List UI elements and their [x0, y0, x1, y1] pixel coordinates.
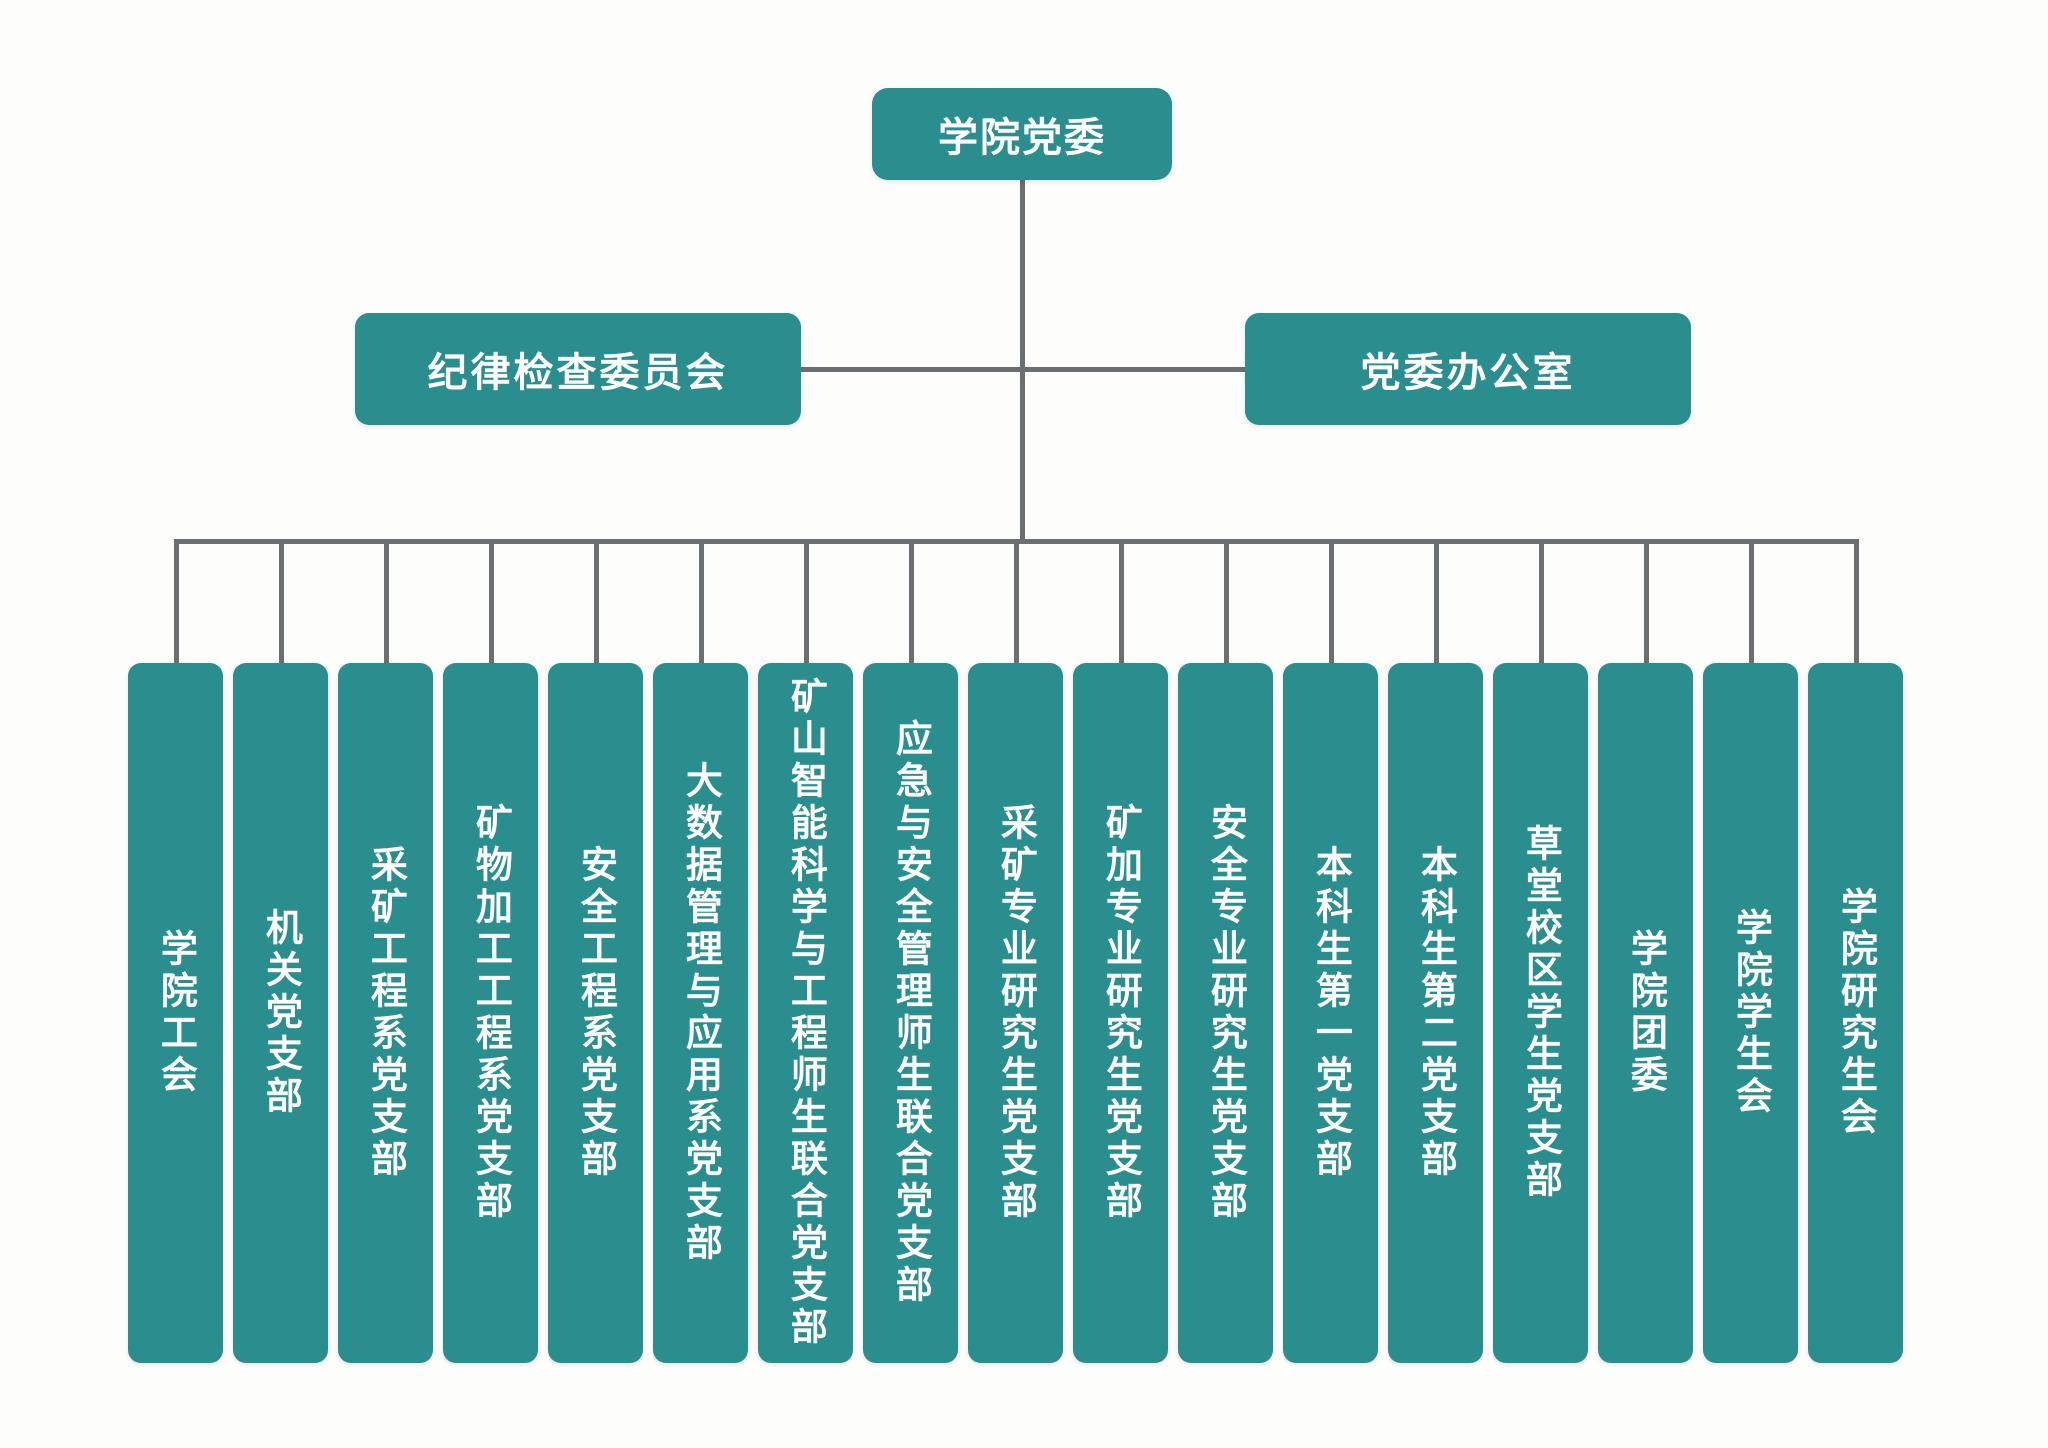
connector-branch-drop-15 [1643, 539, 1649, 665]
branch-node-6-label: 大数据管理与应用系党支部 [680, 761, 722, 1265]
connector-branch-drop-3 [383, 539, 389, 665]
branch-node-4[interactable]: 矿物加工工程系党支部 [443, 663, 538, 1363]
connector-branch-drop-14 [1538, 539, 1544, 665]
branch-node-14-label: 草堂校区学生党支部 [1520, 824, 1562, 1202]
connector-branch-drop-2 [278, 539, 284, 665]
branch-node-3[interactable]: 采矿工程系党支部 [338, 663, 433, 1363]
branch-node-4-label: 矿物加工工程系党支部 [470, 803, 512, 1223]
connector-branch-drop-8 [908, 539, 914, 665]
branch-node-2-label: 机关党支部 [260, 908, 302, 1118]
branch-node-6[interactable]: 大数据管理与应用系党支部 [653, 663, 748, 1363]
connector-root-spine [1020, 180, 1025, 544]
branch-node-3-label: 采矿工程系党支部 [365, 845, 407, 1181]
branch-node-1[interactable]: 学院工会 [128, 663, 223, 1363]
branch-node-14[interactable]: 草堂校区学生党支部 [1493, 663, 1588, 1363]
connector-branch-drop-4 [488, 539, 494, 665]
connector-branch-drop-1 [173, 539, 179, 665]
connector-branch-drop-5 [593, 539, 599, 665]
branch-node-7[interactable]: 矿山智能科学与工程师生联合党支部 [758, 663, 853, 1363]
branch-node-16[interactable]: 学院学生会 [1703, 663, 1798, 1363]
branch-node-15[interactable]: 学院团委 [1598, 663, 1693, 1363]
node-discipline-inspection-committee[interactable]: 纪律检查委员会 [355, 313, 801, 425]
branch-node-17[interactable]: 学院研究生会 [1808, 663, 1903, 1363]
branch-node-12-label: 本科生第一党支部 [1310, 845, 1352, 1181]
connector-branch-drop-9 [1013, 539, 1019, 665]
branch-node-13-label: 本科生第二党支部 [1415, 845, 1457, 1181]
node-party-committee-office[interactable]: 党委办公室 [1245, 313, 1691, 425]
branch-node-2[interactable]: 机关党支部 [233, 663, 328, 1363]
branch-node-8-label: 应急与安全管理师生联合党支部 [890, 719, 932, 1307]
connector-branch-drop-16 [1748, 539, 1754, 665]
branch-node-11-label: 安全专业研究生党支部 [1205, 803, 1247, 1223]
branch-node-17-label: 学院研究生会 [1835, 887, 1877, 1139]
branch-node-9[interactable]: 采矿专业研究生党支部 [968, 663, 1063, 1363]
connector-branch-drop-10 [1118, 539, 1124, 665]
branch-node-1-label: 学院工会 [155, 929, 197, 1097]
node-root[interactable]: 学院党委 [872, 88, 1172, 180]
branch-node-10-label: 矿加专业研究生党支部 [1100, 803, 1142, 1223]
branch-node-7-label: 矿山智能科学与工程师生联合党支部 [785, 677, 827, 1349]
connector-branch-drop-12 [1328, 539, 1334, 665]
connector-branch-drop-7 [803, 539, 809, 665]
connector-branch-drop-11 [1223, 539, 1229, 665]
branch-node-16-label: 学院学生会 [1730, 908, 1772, 1118]
branch-node-12[interactable]: 本科生第一党支部 [1283, 663, 1378, 1363]
branch-node-5-label: 安全工程系党支部 [575, 845, 617, 1181]
branch-node-9-label: 采矿专业研究生党支部 [995, 803, 1037, 1223]
branch-node-10[interactable]: 矿加专业研究生党支部 [1073, 663, 1168, 1363]
branch-node-11[interactable]: 安全专业研究生党支部 [1178, 663, 1273, 1363]
connector-branch-drop-17 [1853, 539, 1859, 665]
node-root-label: 学院党委 [938, 116, 1106, 160]
branch-node-8[interactable]: 应急与安全管理师生联合党支部 [863, 663, 958, 1363]
node-discipline-inspection-committee-label: 纪律检查委员会 [427, 351, 729, 395]
node-party-committee-office-label: 党委办公室 [1360, 351, 1576, 395]
branch-node-5[interactable]: 安全工程系党支部 [548, 663, 643, 1363]
connector-level2-horizontal [801, 367, 1245, 372]
branch-node-15-label: 学院团委 [1625, 929, 1667, 1097]
branch-node-13[interactable]: 本科生第二党支部 [1388, 663, 1483, 1363]
connector-branch-drop-13 [1433, 539, 1439, 665]
connector-branch-drop-6 [698, 539, 704, 665]
